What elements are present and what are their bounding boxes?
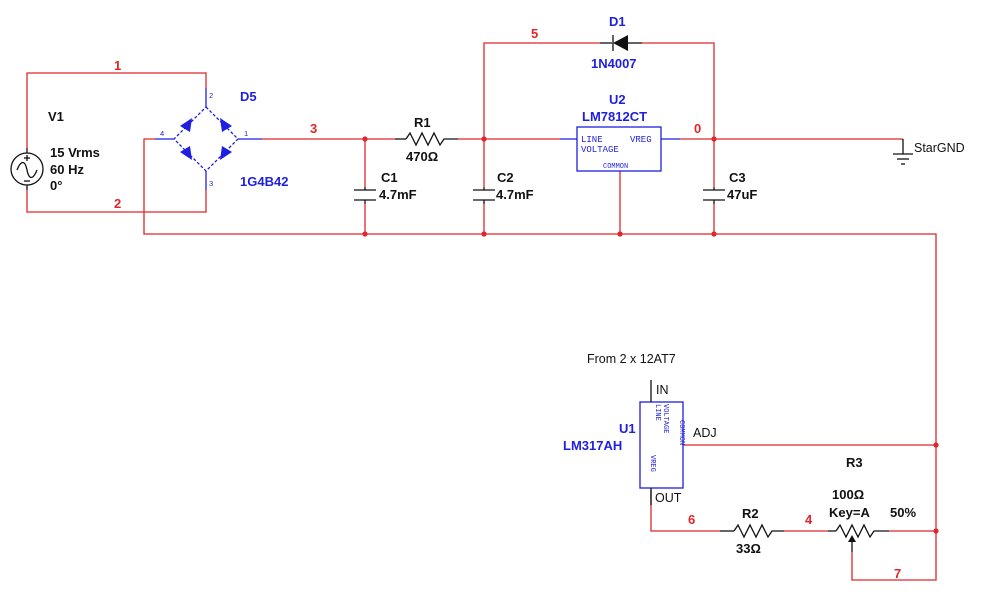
ground-symbol: StarGND bbox=[893, 139, 965, 165]
resistor-zigzag-icon bbox=[835, 523, 889, 539]
ground-label: StarGND bbox=[914, 141, 965, 155]
u1-pin-out: OUT bbox=[655, 491, 682, 505]
net-label-5: 5 bbox=[531, 26, 538, 41]
junction-dot bbox=[481, 136, 487, 142]
r1-resistor: R1 470Ω bbox=[395, 115, 458, 164]
wire-net-0-d1 bbox=[642, 42, 715, 139]
wire-net-5 bbox=[483, 42, 600, 139]
net-label-2: 2 bbox=[114, 196, 121, 211]
resistor-zigzag-icon bbox=[733, 523, 784, 539]
u1-inner-common: COMMON bbox=[677, 420, 685, 445]
wire-net-2 bbox=[26, 190, 207, 213]
c2-value: 4.7mF bbox=[496, 187, 534, 202]
u1-value: LM317AH bbox=[563, 438, 622, 453]
r3-value: 100Ω bbox=[832, 487, 864, 502]
junction-dot bbox=[481, 231, 487, 237]
d5-bridge-rectifier: 2 3 4 1 D5 1G4B42 bbox=[155, 88, 288, 190]
bridge-pin-1: 1 bbox=[244, 129, 248, 138]
bridge-pin-2: 2 bbox=[209, 91, 213, 100]
u1-inner-voltage: VOLTAGE bbox=[661, 404, 669, 433]
u1-pin-adj: ADJ bbox=[693, 426, 717, 440]
junction-dot bbox=[711, 136, 717, 142]
d1-value: 1N4007 bbox=[591, 56, 637, 71]
c2-capacitor: C2 4.7mF bbox=[473, 170, 534, 204]
u1-inner-vreg: VREG bbox=[648, 455, 656, 472]
v1-ac-source: V1 15 Vrms 60 Hz 0° bbox=[10, 109, 100, 193]
wire-bridge-minus bbox=[143, 138, 937, 534]
junction-dot bbox=[362, 136, 368, 142]
junction-dot bbox=[362, 231, 368, 237]
c2-ref: C2 bbox=[497, 170, 514, 185]
diode-icon bbox=[180, 146, 192, 160]
net-labels: 1 2 3 5 0 6 4 7 bbox=[114, 26, 901, 581]
u2-regulator: LINE VOLTAGE VREG COMMON U2 LM7812CT bbox=[560, 92, 680, 172]
u2-ref: U2 bbox=[609, 92, 626, 107]
net-label-0: 0 bbox=[694, 121, 701, 136]
r2-ref: R2 bbox=[742, 506, 759, 521]
bridge-pin-4: 4 bbox=[160, 129, 164, 138]
wire-net-1 bbox=[26, 72, 207, 148]
u1-body bbox=[639, 401, 684, 489]
diode-icon bbox=[220, 146, 232, 160]
c3-ref: C3 bbox=[729, 170, 746, 185]
v1-ref: V1 bbox=[48, 109, 64, 124]
u1-inner-line: LINE bbox=[653, 404, 661, 421]
u2-pin-voltage: VOLTAGE bbox=[581, 145, 619, 155]
net-label-4: 4 bbox=[805, 512, 813, 527]
u2-pin-common: COMMON bbox=[603, 163, 628, 171]
r1-ref: R1 bbox=[414, 115, 431, 130]
c3-value: 47uF bbox=[727, 187, 757, 202]
wiper-arrowhead-icon bbox=[848, 535, 856, 542]
wires bbox=[26, 42, 937, 581]
net-label-6: 6 bbox=[688, 512, 695, 527]
u2-body bbox=[576, 126, 662, 172]
c1-capacitor: C1 4.7mF bbox=[354, 170, 417, 204]
u1-ref: U1 bbox=[619, 421, 636, 436]
v1-frequency: 60 Hz bbox=[50, 162, 84, 177]
v1-voltage: 15 Vrms bbox=[50, 145, 100, 160]
u1-pin-in: IN bbox=[656, 383, 669, 397]
net-label-7: 7 bbox=[894, 566, 901, 581]
net-label-3: 3 bbox=[310, 121, 317, 136]
junction-dot bbox=[711, 231, 717, 237]
bridge-pin-3: 3 bbox=[209, 179, 213, 188]
junctions bbox=[362, 136, 939, 534]
bridge-outline bbox=[173, 106, 239, 172]
d1-diode: D1 1N4007 bbox=[591, 14, 642, 71]
net-label-1: 1 bbox=[114, 58, 121, 73]
u1-regulator: From 2 x 12AT7 IN ADJ OUT LINE VOLTAGE C… bbox=[563, 352, 717, 505]
r2-value: 33Ω bbox=[736, 541, 761, 556]
diode-icon bbox=[613, 35, 628, 51]
junction-dot bbox=[617, 231, 623, 237]
d1-ref: D1 bbox=[609, 14, 626, 29]
junction-dot bbox=[933, 442, 939, 448]
diode-icon bbox=[180, 118, 192, 132]
sine-wave-icon bbox=[16, 161, 38, 179]
r1-value: 470Ω bbox=[406, 149, 438, 164]
junction-dot bbox=[933, 528, 939, 534]
u1-note: From 2 x 12AT7 bbox=[587, 352, 676, 366]
resistor-zigzag-icon bbox=[405, 131, 458, 147]
r3-ref: R3 bbox=[846, 455, 863, 470]
u2-pin-line: LINE bbox=[581, 135, 603, 145]
d5-ref: D5 bbox=[240, 89, 257, 104]
c1-ref: C1 bbox=[381, 170, 398, 185]
c3-capacitor: C3 47uF bbox=[703, 170, 757, 204]
diode-icon bbox=[220, 118, 232, 132]
r3-key: Key=A bbox=[829, 505, 870, 520]
c1-value: 4.7mF bbox=[379, 187, 417, 202]
d5-value: 1G4B42 bbox=[240, 174, 288, 189]
wire-net-7 bbox=[851, 531, 937, 581]
r2-resistor: R2 33Ω bbox=[720, 506, 784, 556]
r3-potentiometer: R3 100Ω Key=A 50% bbox=[828, 455, 916, 552]
r3-percent: 50% bbox=[890, 505, 916, 520]
v1-phase: 0° bbox=[50, 178, 62, 193]
u2-pin-vreg: VREG bbox=[630, 135, 652, 145]
u2-value: LM7812CT bbox=[582, 109, 647, 124]
